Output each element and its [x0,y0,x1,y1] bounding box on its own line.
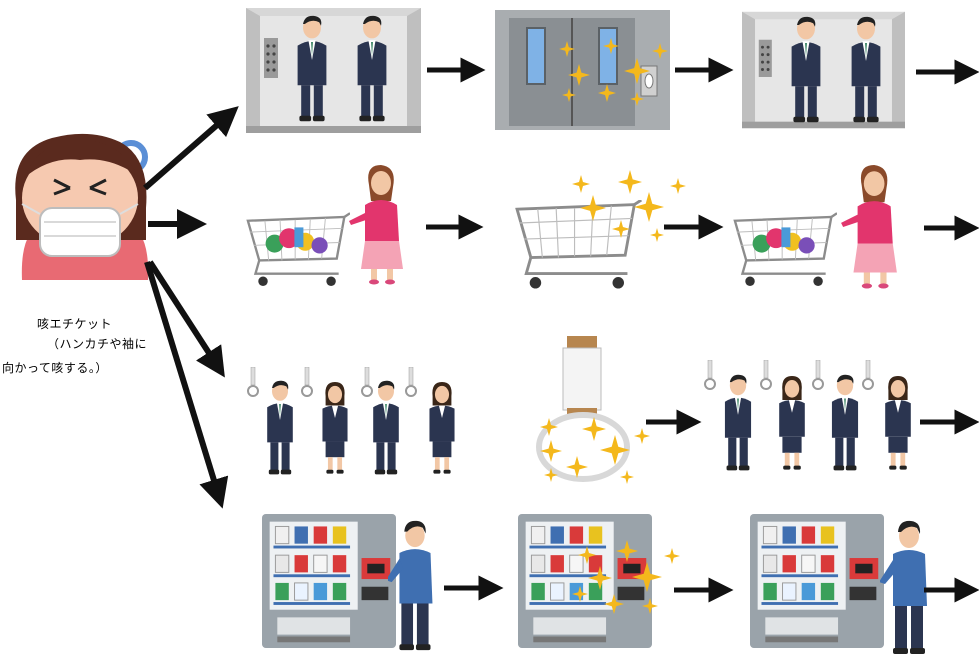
row-elevator [246,8,979,133]
cough-etiquette-caption: 咳エチケット （ハンカチや袖に 向かって咳する。） [2,317,147,375]
elevator-people-after [742,11,905,129]
branch-arrows [143,106,239,509]
row-shopping-cart [246,165,979,291]
passengers-before [247,367,455,475]
branch-arrow-vending [144,261,229,509]
elevator-doors-sparkle [495,10,670,130]
caption-title: 咳エチケット [37,317,112,331]
vending-sparkle [517,514,680,648]
branch-arrow-elevator [143,106,239,191]
vending-man-before [261,514,433,651]
caption-line3: 向かって咳する。） [2,360,108,375]
vending-man-after [749,514,927,654]
elevator-people-before [246,8,421,133]
row-train-strap [247,336,979,484]
branch-arrow-train [147,260,225,378]
cart-shopper-before [246,165,403,288]
row-vending-machine [261,514,979,654]
strap-sparkle [536,336,650,484]
passengers-after [704,360,911,471]
caption-line2: （ハンカチや袖に [47,336,147,351]
cart-sparkle [515,170,686,291]
coughing-person-icon [15,133,149,280]
cart-shopper-after [733,165,897,289]
